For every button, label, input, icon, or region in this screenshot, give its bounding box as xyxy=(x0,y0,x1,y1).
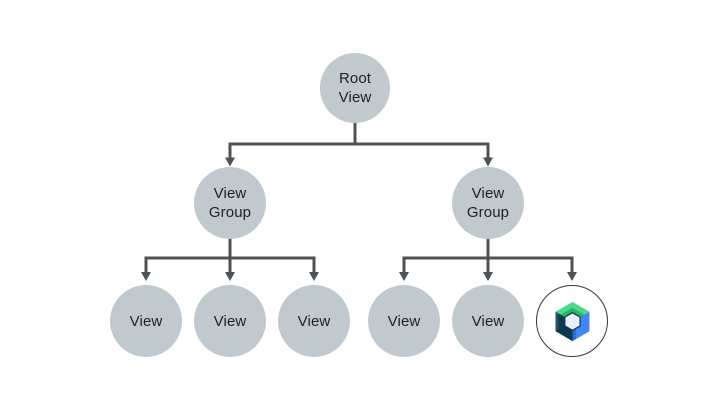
node-view-left-2: View xyxy=(194,285,266,357)
node-view-right-2: View xyxy=(452,285,524,357)
connector-left-group-to-views xyxy=(141,238,319,281)
node-label: View xyxy=(129,312,163,330)
jetpack-compose-logo-icon xyxy=(555,301,589,341)
node-view-group-left: View Group xyxy=(194,167,266,239)
node-label: View xyxy=(471,312,505,330)
node-compose xyxy=(536,285,608,357)
connector-root-to-groups xyxy=(225,122,493,167)
node-root-view: Root View xyxy=(320,53,390,123)
node-view-group-right: View Group xyxy=(452,167,524,239)
node-label: View xyxy=(297,312,331,330)
node-label: View Group xyxy=(208,185,252,221)
node-view-right-1: View xyxy=(368,285,440,357)
node-label: View xyxy=(213,312,247,330)
node-label: Root View xyxy=(338,70,372,106)
logo-left-face-highlight xyxy=(555,311,559,331)
node-label: View Group xyxy=(466,185,510,221)
node-label: View xyxy=(387,312,421,330)
node-view-left-3: View xyxy=(278,285,350,357)
connector-right-group-to-views xyxy=(399,238,577,281)
logo-center-hexagon xyxy=(563,311,581,331)
node-view-left-1: View xyxy=(110,285,182,357)
